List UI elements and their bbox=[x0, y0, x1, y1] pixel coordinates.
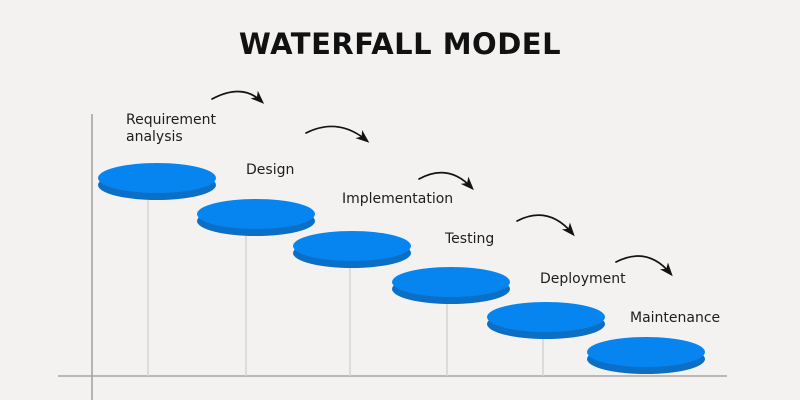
disc-top bbox=[587, 337, 705, 367]
disc-top bbox=[98, 163, 216, 193]
disc-top bbox=[197, 199, 315, 229]
stage-label-testing: Testing bbox=[445, 231, 495, 247]
curved-arrow-icon bbox=[211, 90, 265, 104]
page-title: WATERFALL MODEL bbox=[238, 27, 562, 61]
stage-label-maintenance: Maintenance bbox=[630, 310, 721, 326]
stage-disc-requirement-analysis bbox=[98, 163, 216, 200]
disc-top bbox=[293, 231, 411, 261]
stage-label-deployment: Deployment bbox=[540, 271, 626, 287]
flow-arrows bbox=[211, 90, 673, 277]
stage-disc-maintenance bbox=[587, 337, 705, 374]
stage-disc-deployment bbox=[487, 302, 605, 339]
stage-label-requirement-analysis: Requirement analysis bbox=[126, 112, 217, 145]
disc-top bbox=[487, 302, 605, 332]
stage-disc-testing bbox=[392, 267, 510, 304]
stage-label-implementation: Implementation bbox=[342, 191, 454, 207]
curved-arrow-icon bbox=[305, 125, 370, 143]
stage-disc-design bbox=[197, 199, 315, 236]
stage-label-design: Design bbox=[246, 162, 295, 178]
curved-arrow-icon bbox=[516, 214, 575, 237]
disc-top bbox=[392, 267, 510, 297]
stage-stems bbox=[147, 185, 544, 376]
curved-arrow-icon bbox=[418, 171, 474, 191]
stage-discs bbox=[98, 163, 705, 374]
stage-disc-implementation bbox=[293, 231, 411, 268]
curved-arrow-icon bbox=[615, 255, 673, 277]
